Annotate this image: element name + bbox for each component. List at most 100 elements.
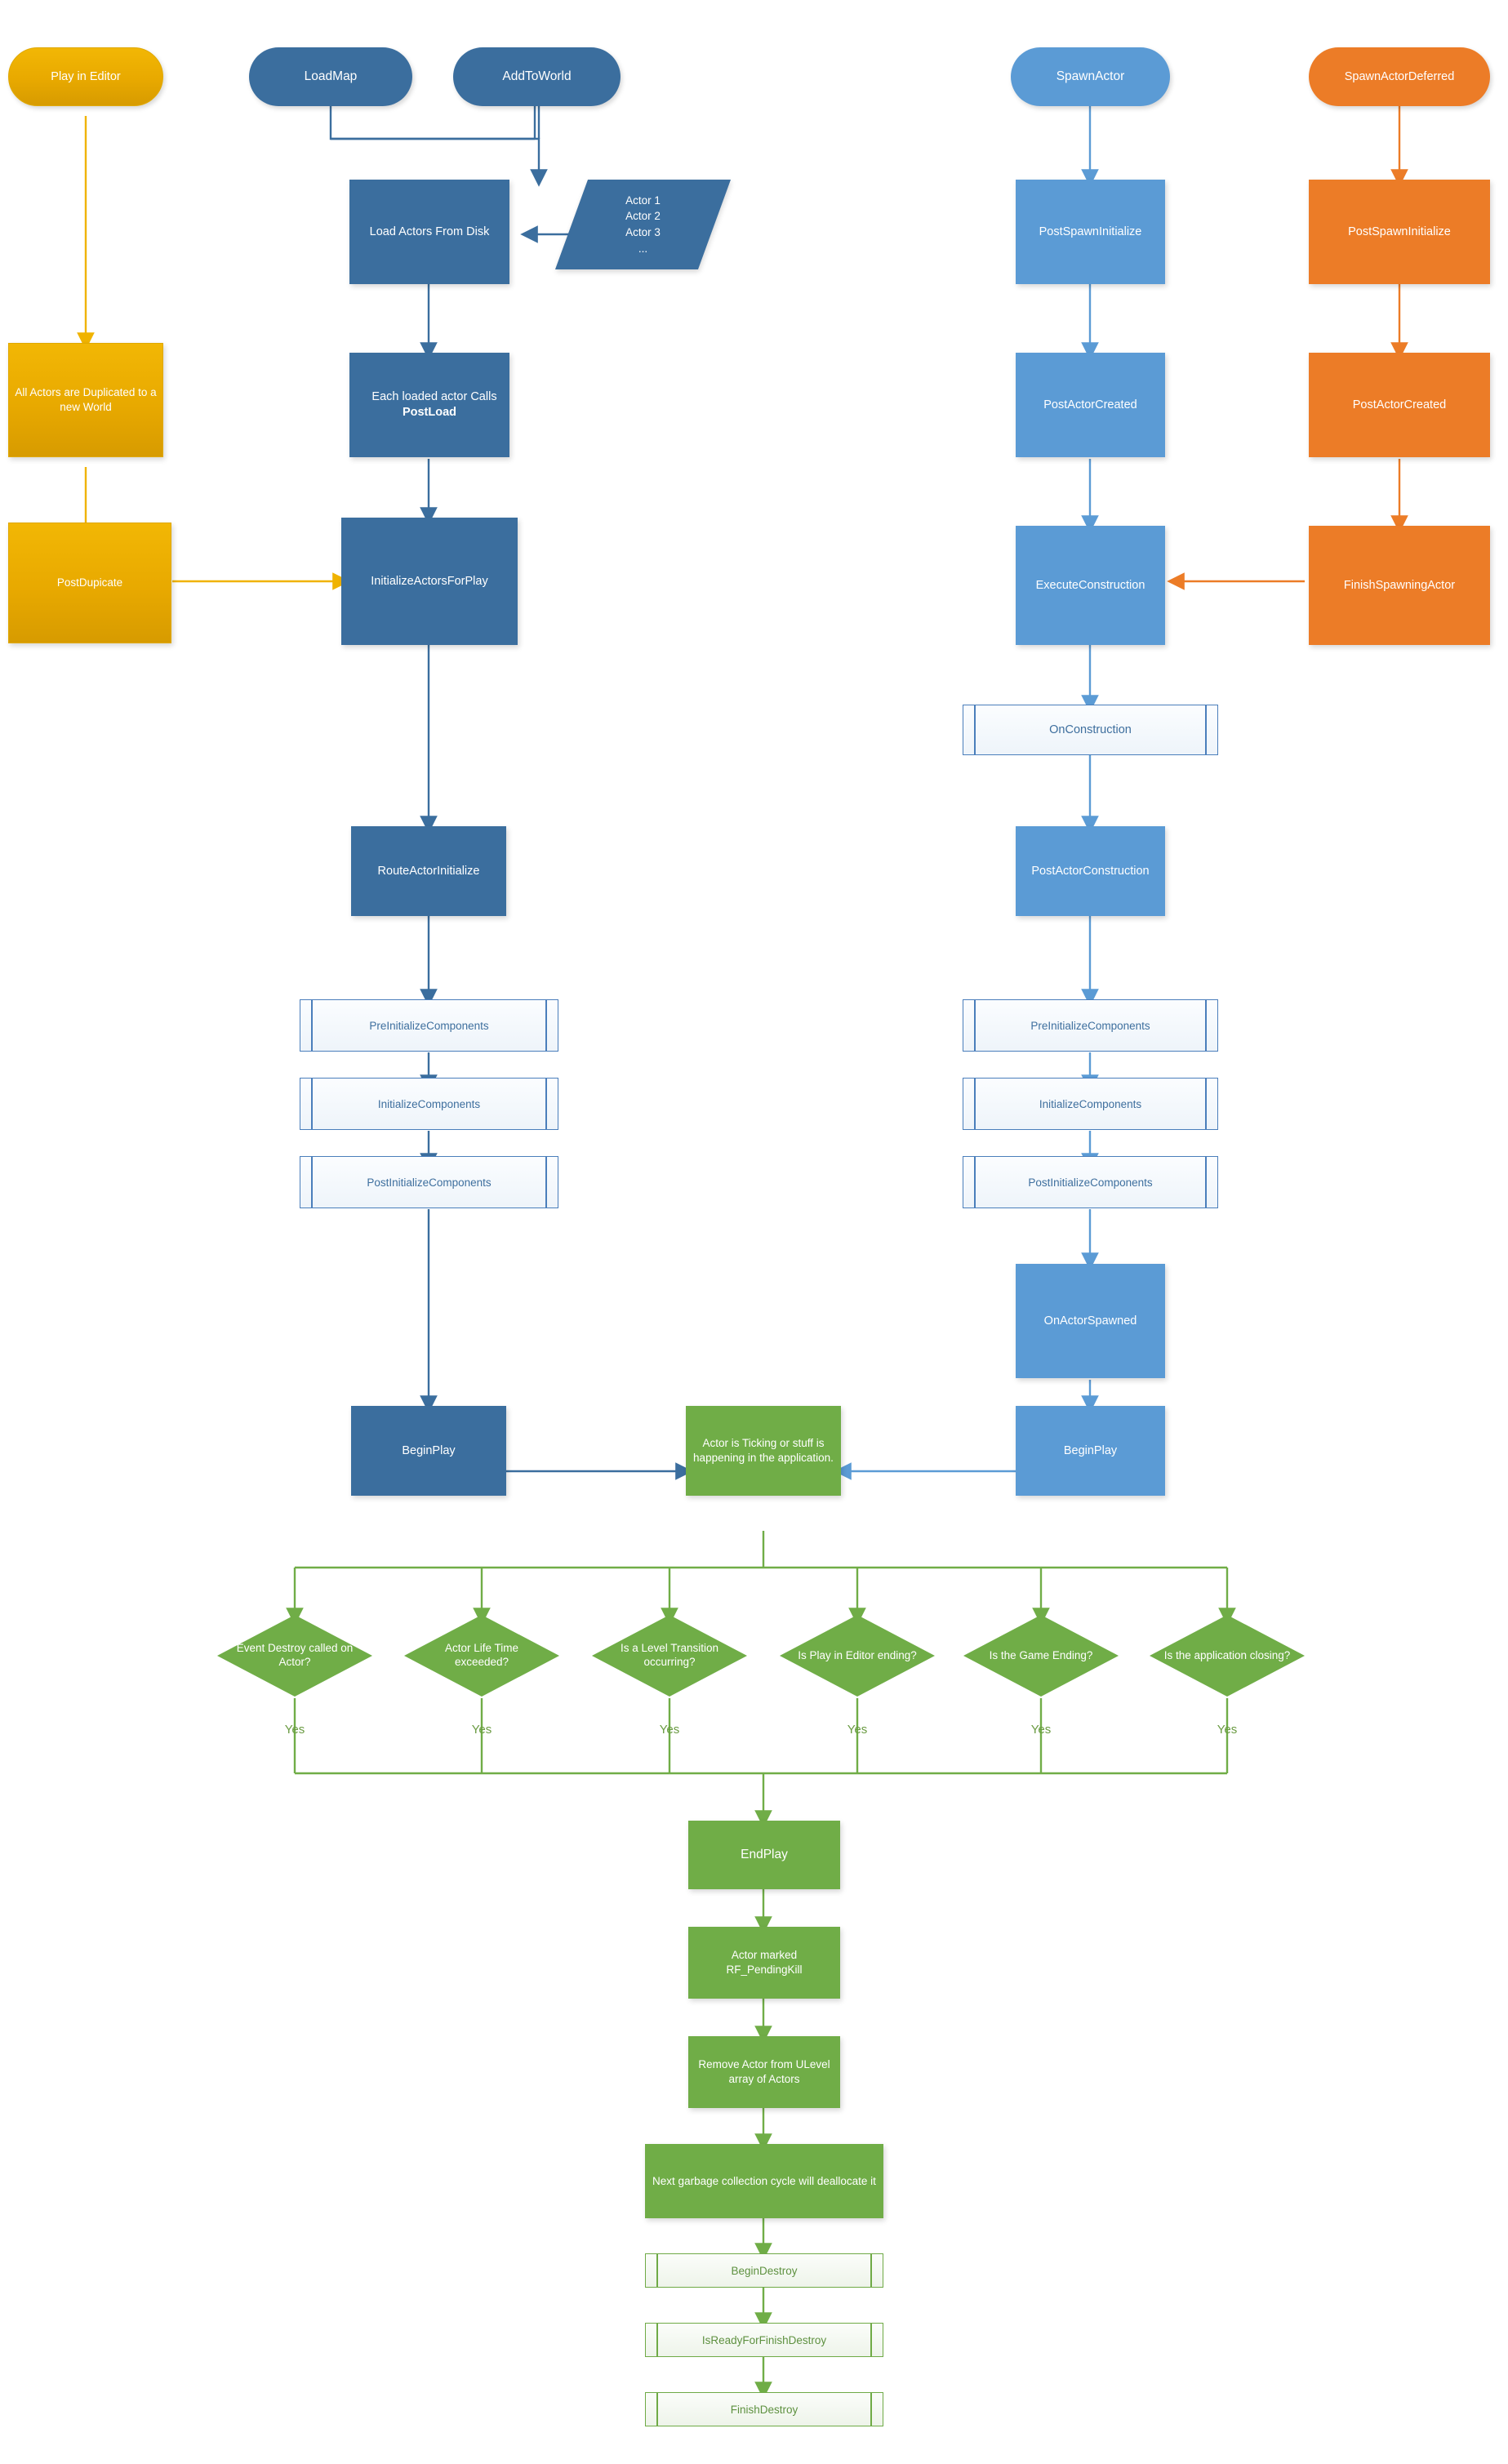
decision-event-destroy[interactable]: Event Destroy called on Actor? xyxy=(217,1615,372,1697)
node-load-map-label: LoadMap xyxy=(304,69,358,83)
node-finish-spawning-actor[interactable]: FinishSpawningActor xyxy=(1309,526,1490,645)
node-each-loaded-actor-postload[interactable]: Each loaded actor Calls PostLoad xyxy=(349,353,509,457)
node-pre-initialize-components-right-label: PreInitializeComponents xyxy=(1030,1019,1150,1032)
node-spawn-actor[interactable]: SpawnActor xyxy=(1011,47,1170,106)
node-end-play[interactable]: EndPlay xyxy=(688,1821,840,1889)
node-begin-play-right-label: BeginPlay xyxy=(1063,1443,1118,1457)
node-route-actor-initialize-label: RouteActorInitialize xyxy=(377,864,480,878)
pdp-right-bar xyxy=(1205,705,1207,754)
pdp-left-bar xyxy=(974,1079,976,1129)
pdp-right-bar xyxy=(870,2324,872,2356)
node-initialize-components-left[interactable]: InitializeComponents xyxy=(300,1078,558,1130)
node-actor-ticking-label: Actor is Ticking or stuff is happening i… xyxy=(693,1437,834,1464)
node-pre-initialize-components-left-label: PreInitializeComponents xyxy=(369,1019,489,1032)
decision-application-closing-label: Is the application closing? xyxy=(1163,1648,1291,1661)
node-post-spawn-initialize-spawnactor[interactable]: PostSpawnInitialize xyxy=(1016,180,1165,284)
node-pre-initialize-components-right[interactable]: PreInitializeComponents xyxy=(963,999,1218,1052)
pdp-left-bar xyxy=(974,1157,976,1208)
node-post-initialize-components-left[interactable]: PostInitializeComponents xyxy=(300,1156,558,1208)
decision-pie-ending[interactable]: Is Play in Editor ending? xyxy=(780,1615,935,1697)
node-next-gc-cycle[interactable]: Next garbage collection cycle will deall… xyxy=(645,2144,883,2218)
node-on-construction-label: OnConstruction xyxy=(1049,723,1132,736)
postload-bold: PostLoad xyxy=(402,406,457,419)
node-load-actors-from-disk[interactable]: Load Actors From Disk xyxy=(349,180,509,284)
pdp-left-bar xyxy=(311,1000,313,1051)
pdp-left-bar xyxy=(311,1079,313,1129)
node-spawn-actor-deferred-label: SpawnActorDeferred xyxy=(1344,69,1455,83)
node-play-in-editor[interactable]: Play in Editor xyxy=(8,47,163,106)
node-remove-actor-from-ulevel[interactable]: Remove Actor from ULevel array of Actors xyxy=(688,2036,840,2108)
node-post-dupicate[interactable]: PostDupicate xyxy=(8,523,171,643)
node-post-actor-created-spawnactor-label: PostActorCreated xyxy=(1043,398,1137,411)
decision-game-ending-label: Is the Game Ending? xyxy=(989,1648,1093,1661)
node-play-in-editor-label: Play in Editor xyxy=(51,69,121,83)
node-actor-marked-pendingkill[interactable]: Actor marked RF_PendingKill xyxy=(688,1927,840,1999)
decision-pie-ending-label: Is Play in Editor ending? xyxy=(798,1648,917,1661)
node-pre-initialize-components-left[interactable]: PreInitializeComponents xyxy=(300,999,558,1052)
node-actor-list[interactable]: Actor 1 Actor 2 Actor 3 ... xyxy=(554,180,732,269)
node-post-initialize-components-right[interactable]: PostInitializeComponents xyxy=(963,1156,1218,1208)
node-actor-ticking[interactable]: Actor is Ticking or stuff is happening i… xyxy=(686,1406,841,1496)
node-route-actor-initialize[interactable]: RouteActorInitialize xyxy=(351,826,506,916)
node-execute-construction-label: ExecuteConstruction xyxy=(1035,578,1145,592)
node-post-spawn-initialize-deferred-label: PostSpawnInitialize xyxy=(1348,225,1451,238)
postload-prefix: Each loaded actor Calls xyxy=(371,390,497,404)
pdp-right-bar xyxy=(1205,1000,1207,1051)
node-all-actors-duplicated-label: All Actors are Duplicated to a new World xyxy=(15,386,157,413)
node-on-actor-spawned-label: OnActorSpawned xyxy=(1043,1314,1137,1328)
node-begin-destroy-label: BeginDestroy xyxy=(731,2264,798,2277)
node-initialize-components-left-label: InitializeComponents xyxy=(377,1097,481,1110)
node-end-play-label: EndPlay xyxy=(741,1847,788,1861)
decision-event-destroy-label: Event Destroy called on Actor? xyxy=(236,1642,354,1668)
node-post-actor-created-deferred[interactable]: PostActorCreated xyxy=(1309,353,1490,457)
node-execute-construction[interactable]: ExecuteConstruction xyxy=(1016,526,1165,645)
branch-label-application-closing: Yes xyxy=(1217,1723,1238,1737)
pdp-right-bar xyxy=(545,1000,547,1051)
node-all-actors-duplicated[interactable]: All Actors are Duplicated to a new World xyxy=(8,343,163,457)
node-is-ready-for-finish-destroy[interactable]: IsReadyForFinishDestroy xyxy=(645,2323,883,2357)
actor-list-item-ellipsis: ... xyxy=(638,242,648,255)
node-initialize-components-right[interactable]: InitializeComponents xyxy=(963,1078,1218,1130)
node-post-dupicate-label: PostDupicate xyxy=(56,576,123,589)
node-each-loaded-actor-postload-label: Each loaded actor Calls PostLoad xyxy=(349,389,509,420)
node-post-initialize-components-left-label: PostInitializeComponents xyxy=(367,1176,492,1189)
decision-game-ending[interactable]: Is the Game Ending? xyxy=(963,1615,1119,1697)
node-post-actor-created-spawnactor[interactable]: PostActorCreated xyxy=(1016,353,1165,457)
node-post-actor-construction[interactable]: PostActorConstruction xyxy=(1016,826,1165,916)
pdp-right-bar xyxy=(1205,1157,1207,1208)
node-post-spawn-initialize-deferred[interactable]: PostSpawnInitialize xyxy=(1309,180,1490,284)
branch-label-pie-ending: Yes xyxy=(847,1723,868,1737)
node-load-map[interactable]: LoadMap xyxy=(249,47,412,106)
actor-list-text: Actor 1 Actor 2 Actor 3 ... xyxy=(572,180,714,269)
branch-label-event-destroy: Yes xyxy=(284,1723,305,1737)
node-finish-destroy[interactable]: FinishDestroy xyxy=(645,2392,883,2426)
node-initialize-components-right-label: InitializeComponents xyxy=(1039,1097,1142,1110)
node-spawn-actor-label: SpawnActor xyxy=(1056,69,1125,83)
decision-application-closing[interactable]: Is the application closing? xyxy=(1150,1615,1305,1697)
node-finish-spawning-actor-label: FinishSpawningActor xyxy=(1343,578,1456,592)
node-spawn-actor-deferred[interactable]: SpawnActorDeferred xyxy=(1309,47,1490,106)
node-next-gc-cycle-label: Next garbage collection cycle will deall… xyxy=(652,2174,876,2187)
branch-label-game-ending: Yes xyxy=(1030,1723,1052,1737)
node-begin-play-left[interactable]: BeginPlay xyxy=(351,1406,506,1496)
node-add-to-world[interactable]: AddToWorld xyxy=(453,47,621,106)
node-begin-play-left-label: BeginPlay xyxy=(402,1443,456,1457)
node-is-ready-for-finish-destroy-label: IsReadyForFinishDestroy xyxy=(701,2333,827,2346)
node-actor-marked-pendingkill-label: Actor marked RF_PendingKill xyxy=(726,1949,803,1976)
actor-list-item-1: Actor 1 xyxy=(625,193,661,207)
node-on-actor-spawned[interactable]: OnActorSpawned xyxy=(1016,1264,1165,1378)
node-begin-play-right[interactable]: BeginPlay xyxy=(1016,1406,1165,1496)
decision-level-transition[interactable]: Is a Level Transition occurring? xyxy=(592,1615,747,1697)
node-post-actor-created-deferred-label: PostActorCreated xyxy=(1352,398,1447,411)
decision-level-transition-label: Is a Level Transition occurring? xyxy=(620,1642,719,1668)
pdp-left-bar xyxy=(656,2254,658,2287)
node-post-initialize-components-right-label: PostInitializeComponents xyxy=(1028,1176,1153,1189)
node-initialize-actors-for-play[interactable]: InitializeActorsForPlay xyxy=(341,518,518,645)
node-begin-destroy[interactable]: BeginDestroy xyxy=(645,2253,883,2288)
decision-actor-life-time[interactable]: Actor Life Time exceeded? xyxy=(404,1615,559,1697)
node-on-construction[interactable]: OnConstruction xyxy=(963,705,1218,755)
branch-label-actor-life-time: Yes xyxy=(471,1723,492,1737)
actor-list-item-3: Actor 3 xyxy=(625,226,661,238)
node-finish-destroy-label: FinishDestroy xyxy=(730,2403,798,2416)
node-post-spawn-initialize-spawnactor-label: PostSpawnInitialize xyxy=(1039,225,1142,238)
